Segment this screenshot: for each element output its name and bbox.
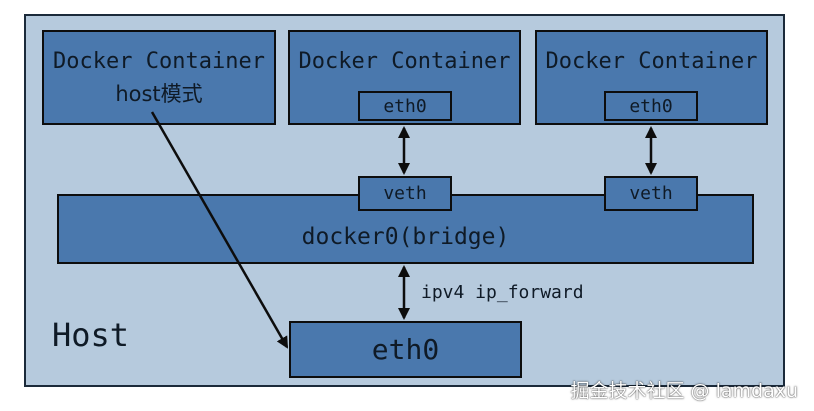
container-title: Docker Container	[53, 49, 265, 74]
container-title: Docker Container	[298, 49, 511, 74]
container-eth0: eth0	[604, 91, 698, 121]
container-bridge-2: Docker Container	[535, 30, 768, 125]
container-subtitle: host模式	[115, 82, 203, 106]
host-label: Host	[52, 316, 130, 354]
container-eth0: eth0	[358, 91, 452, 121]
host-mode-to-eth0-arrow	[150, 111, 289, 349]
host-eth0: eth0	[289, 321, 522, 378]
watermark: 掘金技术社区 @ lamdaxu	[570, 380, 799, 402]
container-title: Docker Container	[545, 49, 758, 74]
veth-interface: veth	[358, 176, 452, 211]
container-host-mode: Docker Container host模式	[42, 30, 276, 125]
forward-label: ipv4 ip_forward	[421, 282, 584, 303]
bridge-label: docker0(bridge)	[301, 224, 510, 250]
veth-interface: veth	[604, 176, 698, 211]
